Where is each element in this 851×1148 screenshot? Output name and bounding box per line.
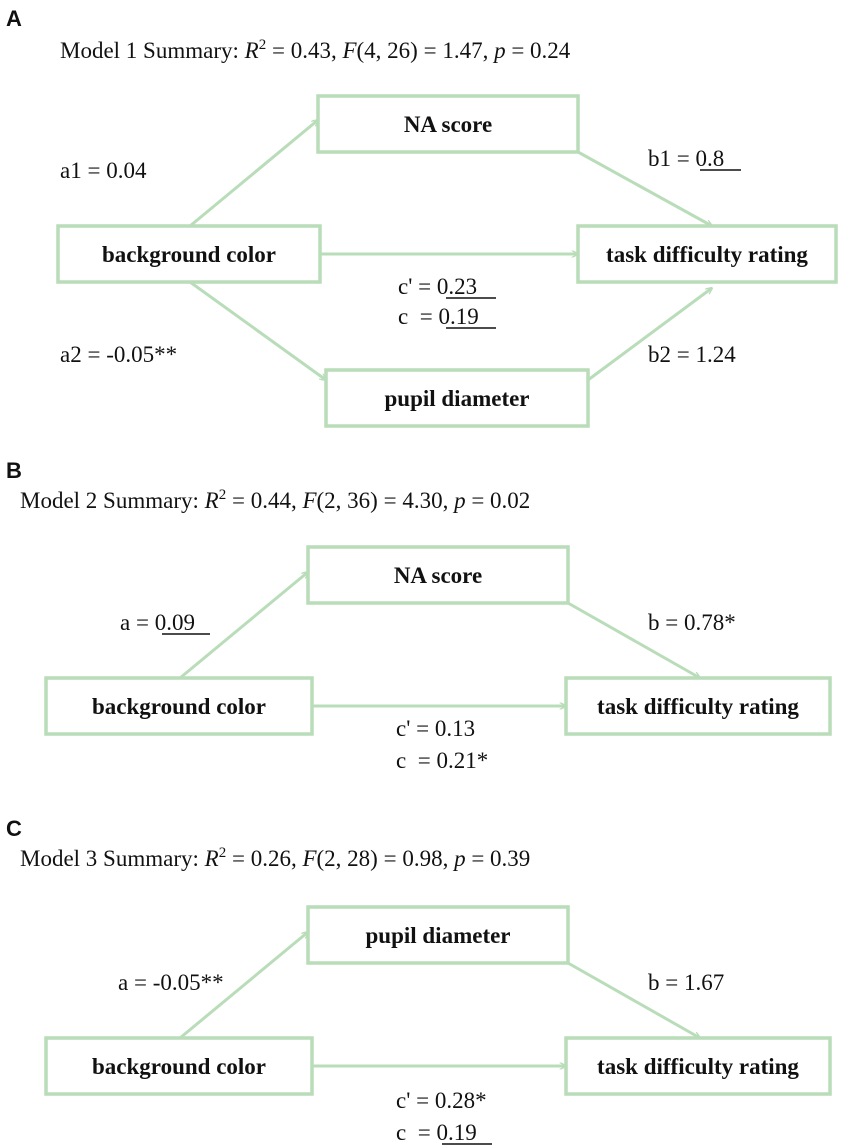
coef-a2: a2 = -0.05** [60,342,177,367]
path-a-arrow [179,932,308,1040]
path-a2-arrow [189,280,326,380]
coef-c-prime: c' = 0.23 [398,274,477,299]
coef-a1: a1 = 0.04 [60,158,147,183]
node-label: background color [102,242,276,267]
node-background-color: background color [44,1036,314,1096]
coef-b: b = 1.67 [648,970,724,995]
node-background-color: background color [44,676,314,736]
panel-b: B Model 2 Summary: R2 = 0.44, F(2, 36) =… [6,458,832,773]
node-na-score: NA score [306,545,570,605]
model-summary: Model 3 Summary: R2 = 0.26, F(2, 28) = 0… [20,845,530,871]
node-task-difficulty: task difficulty rating [564,1036,832,1096]
node-label: pupil diameter [365,923,510,948]
panel-label: C [6,816,22,841]
panel-c: C Model 3 Summary: R2 = 0.26, F(2, 28) =… [6,816,832,1145]
path-b1-arrow [577,150,712,228]
node-background-color: background color [56,224,322,284]
coef-b2: b2 = 1.24 [648,342,736,367]
coef-a: a = -0.05** [118,970,224,995]
path-a-arrow [179,572,308,680]
model-summary: Model 2 Summary: R2 = 0.44, F(2, 36) = 4… [20,487,530,513]
coef-a: a = 0.09 [120,610,195,635]
coef-c: c = 0.21* [396,748,488,773]
model-summary: Model 1 Summary: R2 = 0.43, F(4, 26) = 1… [60,37,571,63]
node-label: task difficulty rating [606,242,808,267]
node-label: pupil diameter [384,386,529,411]
node-label: task difficulty rating [597,694,799,719]
path-b2-arrow [587,288,712,382]
node-na-score: NA score [316,94,580,154]
node-pupil-diameter: pupil diameter [306,905,570,965]
panel-a: A Model 1 Summary: R2 = 0.43, F(4, 26) =… [6,6,838,428]
path-a1-arrow [189,120,318,228]
panel-label: B [6,458,22,483]
node-task-difficulty: task difficulty rating [564,676,832,736]
node-task-difficulty: task difficulty rating [576,224,838,284]
panel-label: A [6,6,22,31]
node-label: NA score [394,563,482,588]
coef-b: b = 0.78* [648,610,736,635]
coef-c: c = 0.19 [396,1120,477,1145]
coef-b1: b1 = 0.8 [648,146,724,171]
path-b-arrow [567,601,700,680]
coef-c-prime: c' = 0.28* [396,1088,487,1113]
coef-c: c = 0.19 [398,304,479,329]
path-b-arrow [567,961,700,1040]
node-label: background color [92,1054,266,1079]
node-label: background color [92,694,266,719]
node-pupil-diameter: pupil diameter [324,368,590,428]
node-label: task difficulty rating [597,1054,799,1079]
node-label: NA score [404,112,492,137]
coef-c-prime: c' = 0.13 [396,716,475,741]
